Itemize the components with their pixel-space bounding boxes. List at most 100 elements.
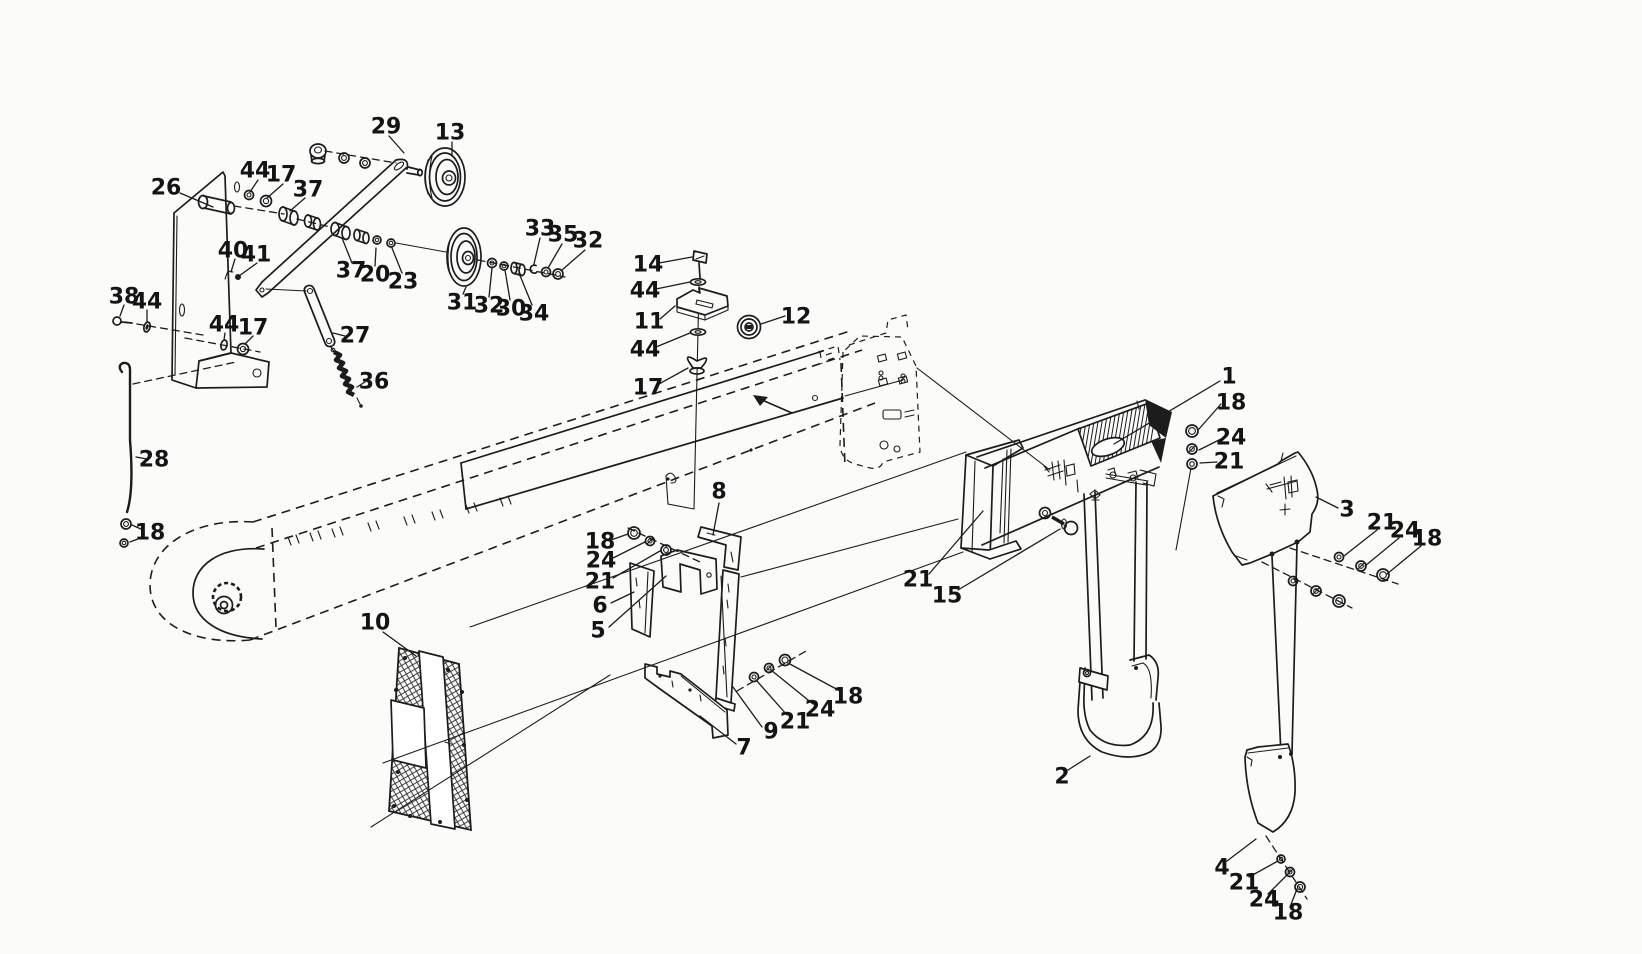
callout-leader-line — [732, 686, 763, 728]
callout-21: 21 — [585, 570, 616, 595]
pulley-13 — [424, 147, 466, 207]
callout-leader-line — [612, 541, 646, 559]
assembly-line — [916, 367, 1051, 471]
callout-leader-line — [230, 258, 236, 273]
callout-5: 5 — [590, 619, 605, 644]
callout-leader-line — [391, 247, 403, 274]
callout-21: 21 — [1367, 511, 1398, 536]
callout-leader-line — [131, 524, 144, 531]
callout-24: 24 — [805, 698, 836, 723]
callout-leader-line — [1315, 496, 1339, 509]
assembly-line — [329, 345, 336, 354]
fasteners-18-24-21-housing — [1185, 424, 1199, 470]
callout-leader-line — [1364, 537, 1400, 567]
assembly-line — [469, 451, 967, 628]
pulley-31 — [446, 227, 482, 287]
callout-leader-line — [1267, 873, 1289, 895]
callout-leader-line — [712, 502, 720, 536]
assembly-line — [740, 518, 959, 578]
callout-leader-line — [1067, 755, 1091, 771]
callout-leader-line — [608, 575, 667, 628]
callout-leader-line — [610, 533, 629, 541]
callout-24: 24 — [1249, 888, 1280, 913]
callout-18: 18 — [1216, 391, 1247, 416]
assembly-line-dashed — [233, 205, 285, 215]
channel-bracket — [960, 439, 1024, 560]
callout-32: 32 — [573, 229, 604, 254]
callout-44: 44 — [240, 159, 271, 184]
fin-plate-3 — [1212, 451, 1319, 566]
callout-leader-line — [135, 456, 148, 460]
callout-leader-line — [770, 669, 814, 705]
callout-leader-line — [462, 286, 467, 295]
callout-18: 18 — [833, 685, 864, 710]
callout-18: 18 — [1273, 901, 1304, 926]
callout-18: 18 — [135, 521, 166, 546]
hanger-straps-4 — [1271, 543, 1298, 756]
assembly-line — [265, 288, 307, 292]
callout-32: 32 — [474, 294, 505, 319]
callout-leader-line — [659, 305, 676, 320]
chain-marks — [287, 495, 512, 546]
callout-leader-line — [504, 269, 511, 301]
callout-leader-line — [1199, 461, 1218, 464]
callout-44: 44 — [630, 338, 661, 363]
callout-leader-line — [928, 510, 984, 575]
tension-arm-29 — [255, 158, 424, 298]
callout-30: 30 — [496, 297, 527, 322]
callout-leader-line — [332, 332, 346, 337]
callout-leaders — [119, 135, 1422, 908]
callout-28: 28 — [139, 448, 170, 473]
callout-9: 9 — [763, 720, 778, 745]
fin-plate-4 — [1244, 743, 1296, 833]
callout-leader-line — [289, 197, 306, 212]
hanger-straps-2 — [1083, 481, 1148, 701]
callout-leader-line — [1198, 438, 1222, 451]
callout-leader-line — [266, 183, 284, 199]
wear-plate-10 — [388, 646, 472, 832]
assembly-line-dashed — [1289, 547, 1399, 585]
callout-38: 38 — [109, 285, 140, 310]
sprocket-icon — [211, 581, 243, 615]
callout-leader-line — [382, 631, 417, 657]
assembly-line-dashed — [124, 321, 204, 336]
callout-leader-line — [561, 249, 586, 271]
callout-leader-line — [1226, 838, 1257, 862]
callout-7: 7 — [736, 736, 751, 761]
spring-36 — [330, 347, 363, 408]
callout-17: 17 — [633, 376, 664, 401]
callout-leader-line — [1386, 545, 1422, 575]
wing-nut-17-icon — [686, 356, 708, 375]
callout-26: 26 — [151, 176, 182, 201]
callout-leader-line — [374, 247, 377, 267]
callout-leader-line — [658, 256, 693, 264]
callout-leader-line — [119, 304, 125, 317]
bracket-11 — [676, 287, 729, 321]
callout-17: 17 — [238, 316, 269, 341]
callout-36: 36 — [359, 370, 390, 395]
callout-leader-line — [129, 536, 144, 543]
mount-bracket-26 — [171, 171, 270, 389]
callout-40: 40 — [218, 239, 249, 264]
roller-12 — [736, 314, 762, 340]
callout-leader-line — [655, 281, 691, 290]
callout-44: 44 — [209, 313, 240, 338]
callout-2: 2 — [1054, 765, 1069, 790]
callout-4: 4 — [1214, 856, 1229, 881]
latch-hardware — [1089, 467, 1157, 501]
stamp-marks — [1043, 459, 1079, 493]
shaft-washers — [486, 257, 564, 280]
callout-1: 1 — [1221, 365, 1236, 390]
callout-leader-line — [179, 192, 214, 208]
bracket-5 — [660, 549, 718, 595]
callout-29: 29 — [371, 115, 402, 140]
callout-leader-line — [244, 335, 254, 345]
hook-rod-28 — [118, 361, 133, 514]
callout-leader-line — [341, 237, 353, 264]
assembly-line — [370, 674, 611, 828]
callout-leader-line — [223, 332, 226, 341]
callout-leader-line — [760, 315, 786, 325]
callout-33: 33 — [525, 217, 556, 242]
